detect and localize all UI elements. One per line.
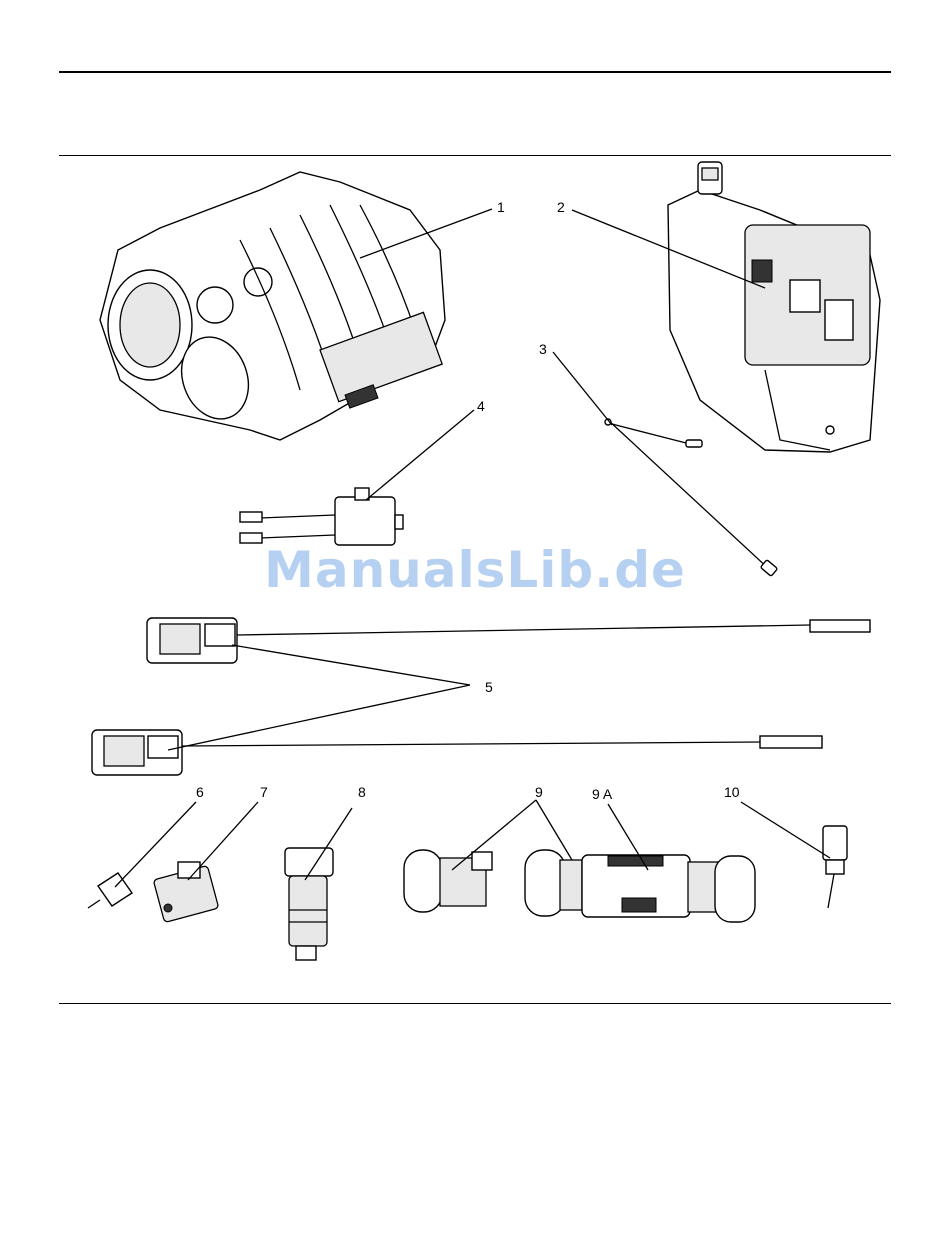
nox-sensor-icon <box>92 618 870 775</box>
filter-icon <box>88 873 132 908</box>
callout-10: 10 <box>724 784 740 800</box>
callout-7: 7 <box>260 784 268 800</box>
callout-5: 5 <box>485 679 493 695</box>
leader-line-3 <box>553 352 612 425</box>
def-tank-pump-icon <box>668 162 880 452</box>
callout-9: 9 <box>535 784 543 800</box>
leader-line-5b <box>168 685 470 750</box>
callout-9a: 9 A <box>592 786 613 802</box>
valve-icon <box>153 862 218 922</box>
callout-3: 3 <box>539 341 547 357</box>
leader-line-9a <box>452 800 536 870</box>
aftertreatment-module-icon <box>100 172 445 440</box>
callout-2: 2 <box>557 199 565 215</box>
watermark: ManualsLib.de <box>0 541 950 599</box>
callout-8: 8 <box>358 784 366 800</box>
clamp-icon <box>404 850 582 916</box>
flex-pipe-icon <box>582 855 755 922</box>
leader-line-5a <box>232 645 470 685</box>
leader-line-4 <box>366 410 474 500</box>
leader-line-7 <box>188 802 258 880</box>
filter-canister-icon <box>285 848 333 960</box>
callout-4: 4 <box>477 398 485 414</box>
callout-1: 1 <box>497 199 505 215</box>
junction-module-icon <box>240 488 403 545</box>
temperature-sensor-icon <box>823 826 847 908</box>
callout-6: 6 <box>196 784 204 800</box>
leader-line-10 <box>741 802 830 858</box>
